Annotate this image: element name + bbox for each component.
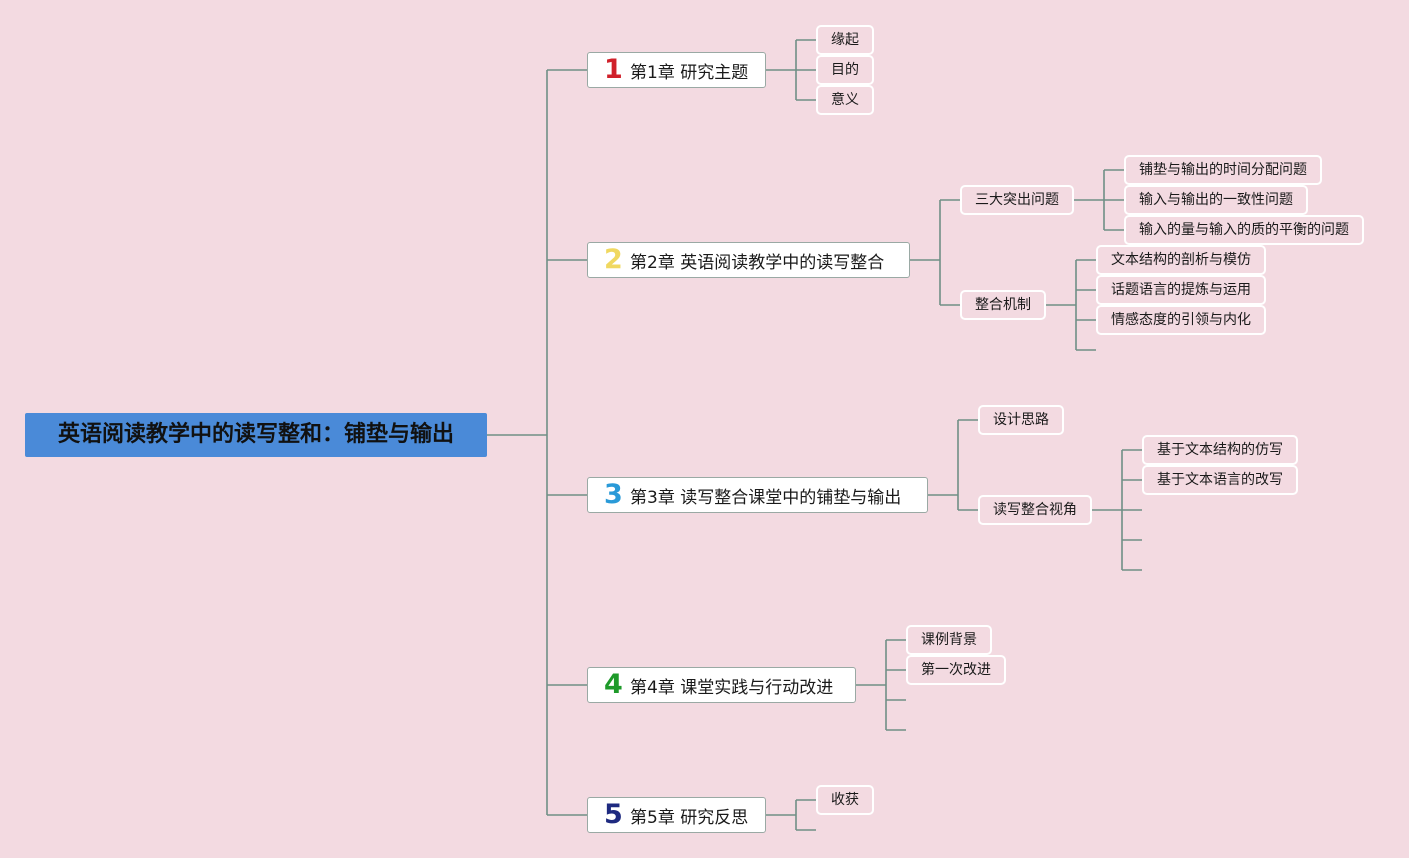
chapter-number-4: 4 xyxy=(604,669,623,700)
root-topic[interactable]: 英语阅读教学中的读写整和：铺垫与输出 xyxy=(25,413,487,457)
chapter-number-2: 2 xyxy=(604,244,623,275)
subtopic-node[interactable]: 缘起 xyxy=(816,25,874,55)
chapter-label: 第1章 研究主题 xyxy=(630,62,749,83)
subtopic-node[interactable]: 整合机制 xyxy=(960,290,1046,320)
chapter-label: 第5章 研究反思 xyxy=(630,807,749,828)
leaf-node[interactable]: 输入的量与输入的质的平衡的问题 xyxy=(1124,215,1364,245)
leaf-node[interactable]: 输入与输出的一致性问题 xyxy=(1124,185,1308,215)
chapter-number-3: 3 xyxy=(604,479,623,510)
subtopic-node[interactable]: 收获 xyxy=(816,785,874,815)
chapter-3-node[interactable]: 3 第3章 读写整合课堂中的铺垫与输出 xyxy=(587,477,928,513)
leaf-node[interactable]: 铺垫与输出的时间分配问题 xyxy=(1124,155,1322,185)
subtopic-node[interactable]: 课例背景 xyxy=(906,625,992,655)
leaf-node[interactable]: 情感态度的引领与内化 xyxy=(1096,305,1266,335)
leaf-node[interactable]: 文本结构的剖析与模仿 xyxy=(1096,245,1266,275)
chapter-label: 第3章 读写整合课堂中的铺垫与输出 xyxy=(630,487,902,508)
chapter-1-node[interactable]: 1 第1章 研究主题 xyxy=(587,52,766,88)
chapter-5-node[interactable]: 5 第5章 研究反思 xyxy=(587,797,766,833)
subtopic-node[interactable]: 目的 xyxy=(816,55,874,85)
leaf-node[interactable]: 基于文本结构的仿写 xyxy=(1142,435,1298,465)
chapter-4-node[interactable]: 4 第4章 课堂实践与行动改进 xyxy=(587,667,856,703)
chapter-2-node[interactable]: 2 第2章 英语阅读教学中的读写整合 xyxy=(587,242,910,278)
chapter-number-1: 1 xyxy=(604,54,623,85)
subtopic-node[interactable]: 三大突出问题 xyxy=(960,185,1074,215)
leaf-node[interactable]: 基于文本语言的改写 xyxy=(1142,465,1298,495)
subtopic-node[interactable]: 意义 xyxy=(816,85,874,115)
chapter-label: 第2章 英语阅读教学中的读写整合 xyxy=(630,252,885,273)
subtopic-node[interactable]: 读写整合视角 xyxy=(978,495,1092,525)
chapter-label: 第4章 课堂实践与行动改进 xyxy=(630,677,834,698)
subtopic-node[interactable]: 设计思路 xyxy=(978,405,1064,435)
leaf-node[interactable]: 话题语言的提炼与运用 xyxy=(1096,275,1266,305)
chapter-number-5: 5 xyxy=(604,799,623,830)
root-title: 英语阅读教学中的读写整和：铺垫与输出 xyxy=(57,422,454,447)
subtopic-node[interactable]: 第一次改进 xyxy=(906,655,1006,685)
